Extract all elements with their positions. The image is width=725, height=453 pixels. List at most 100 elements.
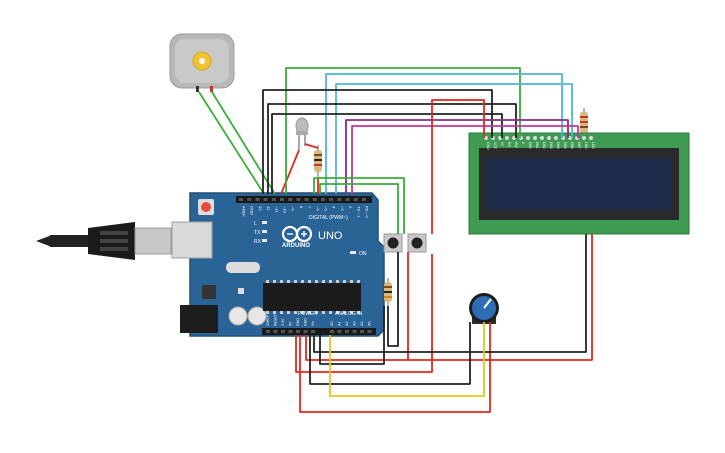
dc-motor[interactable] — [169, 33, 235, 92]
analog-pin-slot[interactable] — [367, 330, 372, 333]
wire-motor-2[interactable] — [211, 91, 276, 195]
lcd-pin[interactable] — [554, 136, 558, 140]
band-1 — [384, 286, 392, 288]
digital-pin-slot[interactable] — [321, 198, 325, 201]
usb-cable-wire — [50, 235, 90, 247]
analog-pin-label: A4 — [360, 321, 364, 326]
usb-plug-metal — [134, 227, 172, 255]
analog-pin-label: A2 — [345, 321, 349, 326]
lcd-pin[interactable] — [484, 136, 488, 140]
lcd-pin[interactable] — [526, 136, 530, 140]
digital-pin-slot[interactable] — [271, 198, 276, 201]
wire-black-lcd-2[interactable] — [267, 103, 517, 194]
wire-red-5v[interactable] — [295, 254, 433, 373]
wire-black-pot[interactable] — [309, 322, 471, 385]
power-pin-slot[interactable] — [303, 330, 308, 333]
power-pin-slot[interactable] — [266, 330, 270, 333]
arduino-uno[interactable]: L TX RX ON ARDUINO UNO DIGITAL (PWM~) PO… — [171, 192, 385, 337]
analog-pin-slot[interactable] — [330, 330, 334, 333]
lcd-pin-label: DB4 — [556, 142, 560, 149]
analog-pin-slot[interactable] — [352, 330, 357, 333]
wire-yellow-pot[interactable] — [329, 322, 485, 397]
power-pin-slot[interactable] — [281, 330, 285, 333]
lcd-pin[interactable] — [505, 136, 509, 140]
digital-pin-slot[interactable] — [288, 198, 293, 201]
power-pin-slot[interactable] — [296, 330, 300, 333]
wire-black-button[interactable] — [387, 252, 399, 347]
lcd-pin[interactable] — [498, 136, 502, 140]
wire-button-1[interactable] — [313, 177, 405, 234]
lcd-pin-label: E — [521, 142, 525, 145]
resistor-led[interactable] — [314, 145, 322, 178]
lcd-pin[interactable] — [582, 136, 586, 140]
power-pin-label: IOREF — [266, 314, 270, 326]
regulator — [202, 285, 216, 299]
wire-cyan-lcd-1[interactable] — [325, 73, 563, 194]
digital-pin-label: ~6 — [315, 206, 320, 211]
digital-pin-slot[interactable] — [329, 198, 334, 201]
lcd-pin[interactable] — [568, 136, 572, 140]
wire-black-resistor[interactable] — [319, 306, 385, 365]
lcd-pin[interactable] — [547, 136, 551, 140]
analog-pin-slot[interactable] — [360, 330, 364, 333]
button-1-cap — [387, 237, 399, 249]
wire-led-anode[interactable] — [304, 143, 319, 149]
wire-black-lcd-gnd[interactable] — [313, 234, 587, 353]
digital-header — [236, 196, 372, 203]
wire-green-lcd[interactable] — [285, 67, 521, 194]
wire-magenta-lcd[interactable] — [351, 125, 579, 194]
power-pin-slot[interactable] — [288, 330, 293, 333]
wire-led-cathode[interactable] — [280, 149, 300, 195]
wire-red-pot[interactable] — [299, 322, 491, 413]
rx-label: RX — [254, 239, 262, 245]
digital-pin-slot[interactable] — [296, 198, 301, 201]
chip-pin — [301, 311, 304, 314]
wire-red-lcd[interactable] — [431, 99, 485, 234]
lcd-pin[interactable] — [540, 136, 544, 140]
analog-pin-slot[interactable] — [345, 330, 349, 333]
wire-motor-1[interactable] — [198, 91, 265, 195]
digital-pin-label: 13 — [258, 206, 263, 211]
wire-cyan-lcd-2[interactable] — [335, 83, 573, 194]
power-pin-slot[interactable] — [311, 330, 315, 333]
usb-plug-grip-2 — [100, 239, 128, 243]
power-analog-header — [262, 328, 376, 335]
chip-pins-top — [266, 280, 360, 283]
analog-pin-slot[interactable] — [337, 330, 342, 333]
digital-pin-slot[interactable] — [312, 198, 317, 201]
push-button-2[interactable] — [407, 233, 427, 253]
wire-button-2[interactable] — [319, 183, 399, 234]
lcd-pin[interactable] — [512, 136, 516, 140]
lcd-pin[interactable] — [589, 136, 593, 140]
digital-pin-slot[interactable] — [280, 198, 284, 201]
digital-pin-slot[interactable] — [345, 198, 350, 201]
tx-led — [262, 230, 267, 233]
lcd-pin-label: RS — [507, 142, 511, 147]
digital-pin-slot[interactable] — [255, 198, 260, 201]
chip-pin — [357, 280, 360, 283]
digital-pin-slot[interactable] — [263, 198, 268, 201]
resistor-button[interactable] — [384, 278, 392, 306]
digital-pin-slot[interactable] — [337, 198, 342, 201]
power-pin-slot[interactable] — [273, 330, 278, 333]
digital-pin-slot[interactable] — [239, 198, 243, 201]
reset-button[interactable] — [201, 202, 211, 212]
wire-red-lcd-vcc[interactable] — [305, 234, 593, 361]
lcd-pin-label: LED — [584, 142, 588, 149]
wire-purple-lcd[interactable] — [345, 119, 569, 194]
potentiometer[interactable] — [469, 293, 499, 324]
digital-pin-slot[interactable] — [362, 198, 366, 201]
power-pin-label: Vin — [311, 321, 315, 326]
chip-pin — [301, 280, 304, 283]
lcd-pin-label: DB7 — [577, 142, 581, 149]
lcd-pin[interactable] — [533, 136, 537, 140]
push-button-1[interactable] — [383, 233, 403, 253]
digital-pin-slot[interactable] — [353, 198, 358, 201]
chip-pin — [287, 280, 290, 283]
digital-pin-slot[interactable] — [304, 198, 309, 201]
digital-pin-slot[interactable] — [247, 198, 252, 201]
